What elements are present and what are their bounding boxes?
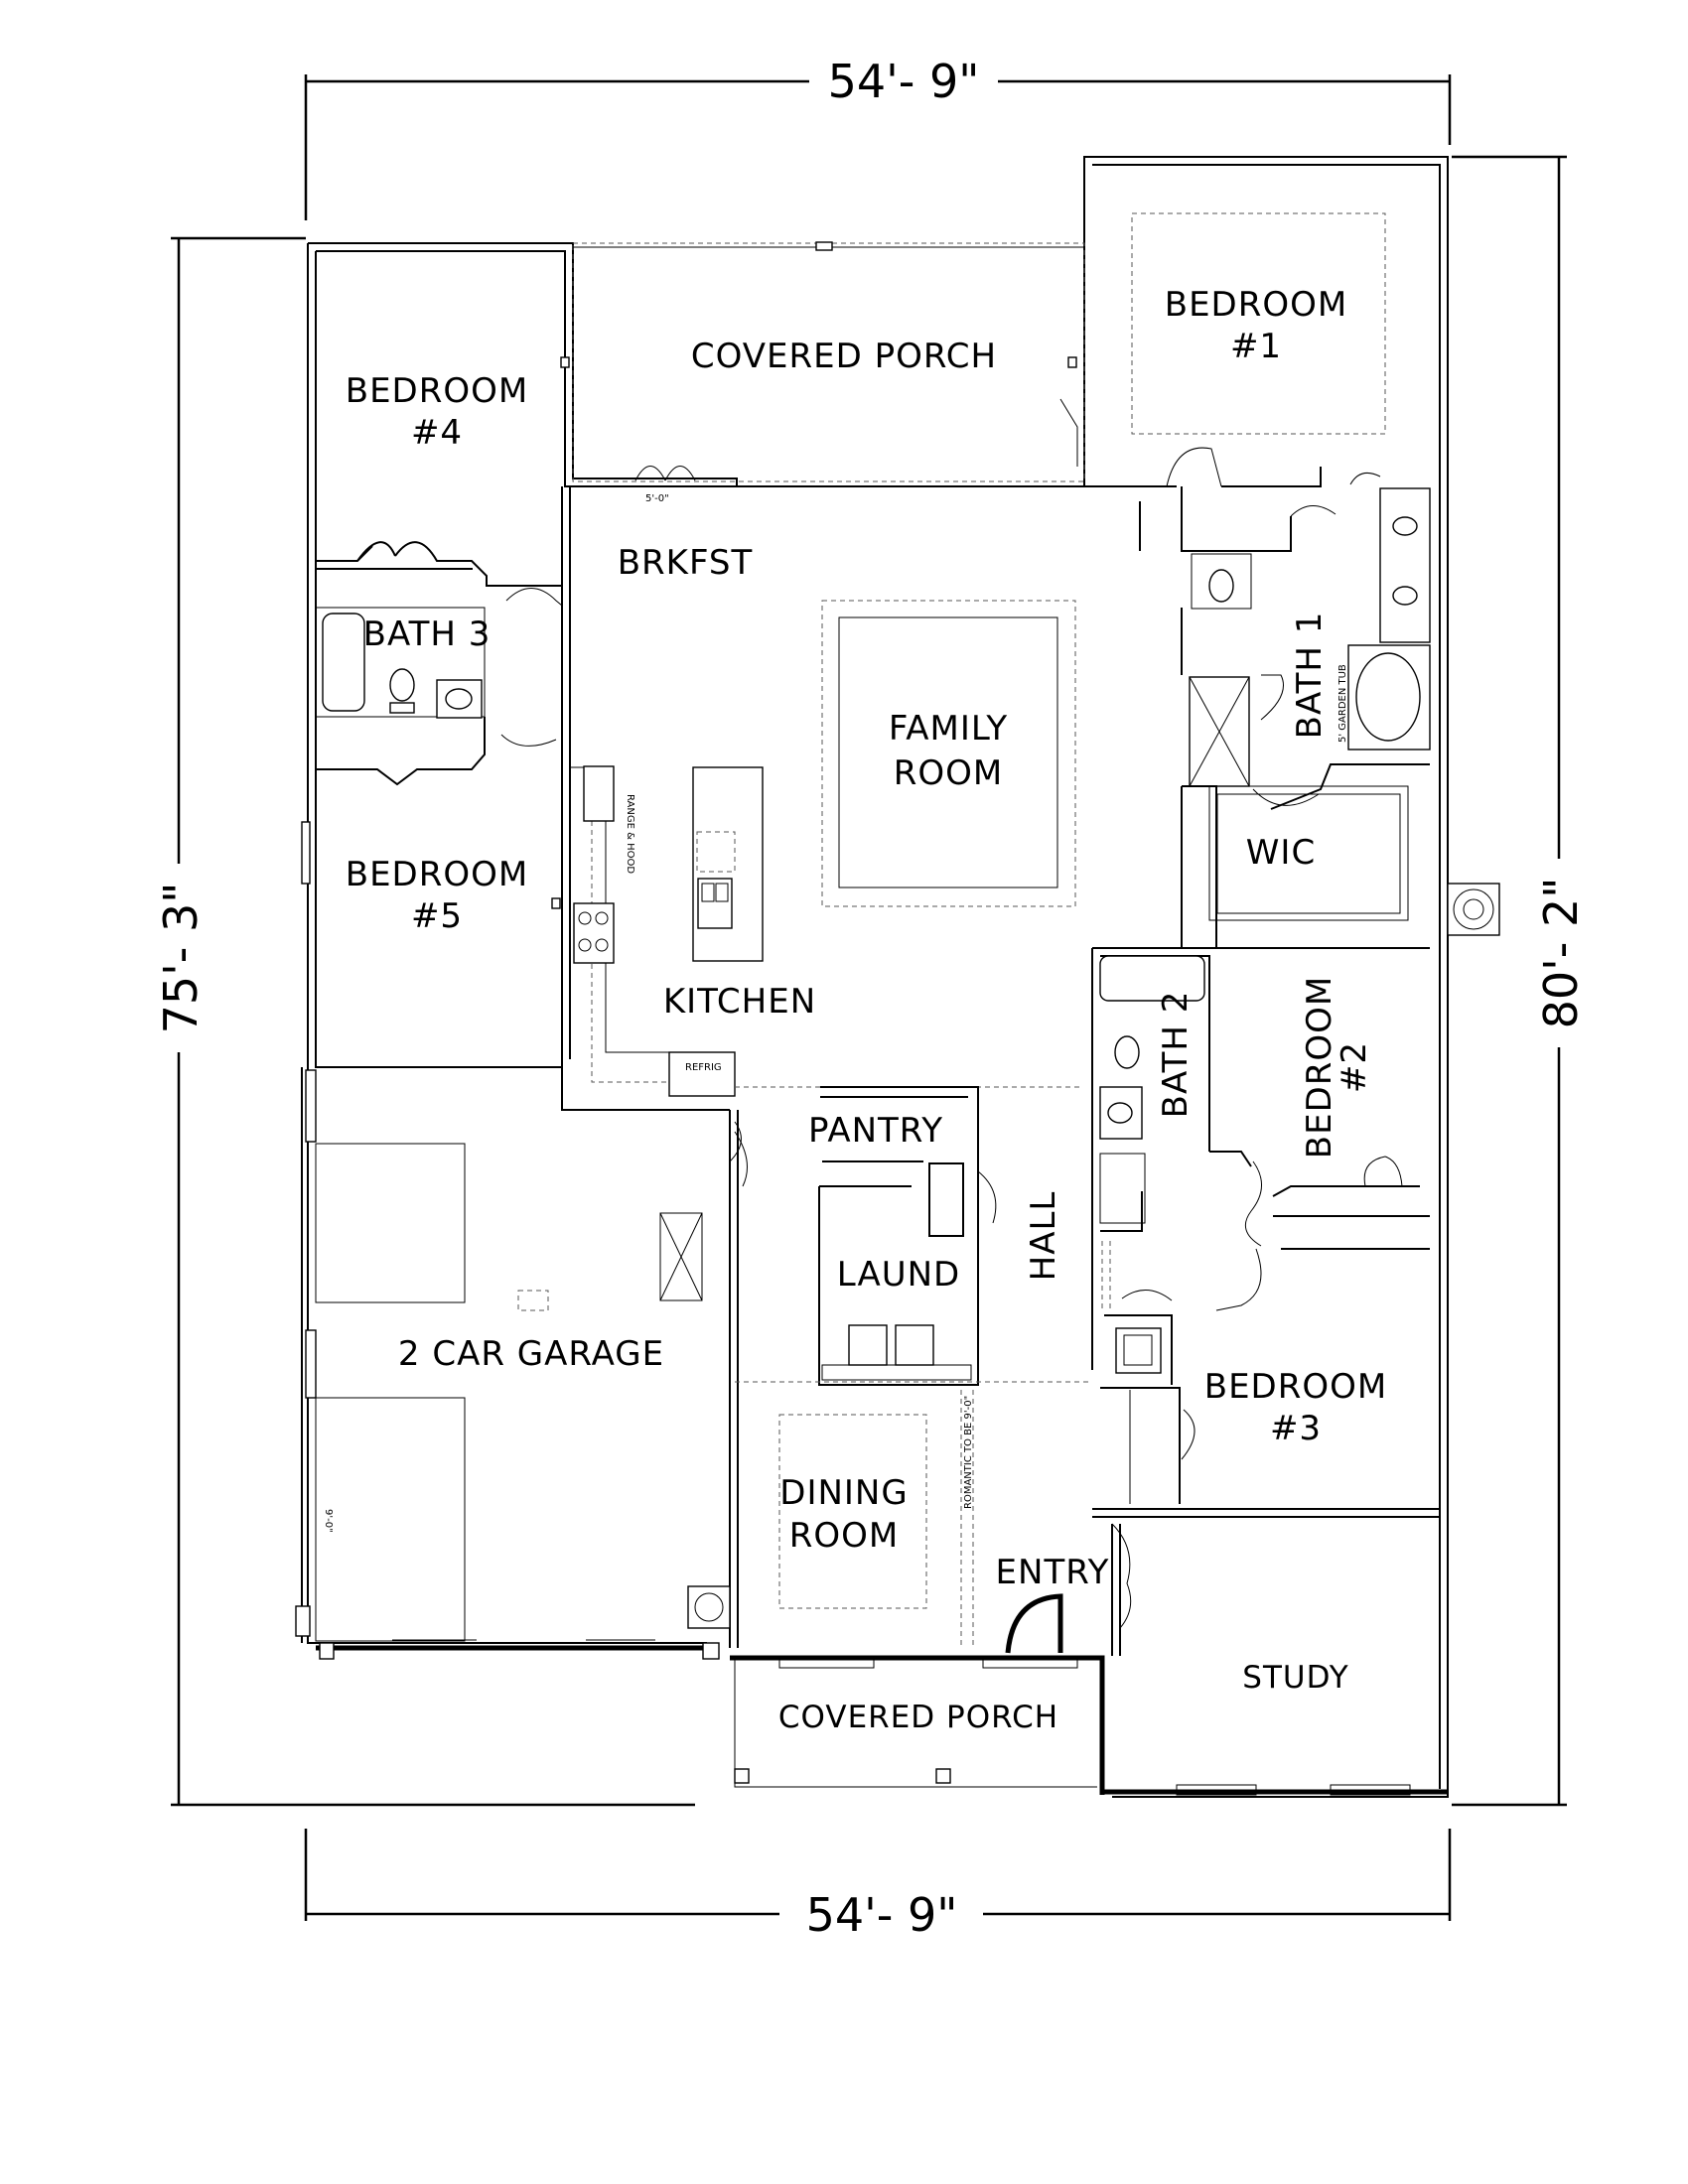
covered-porch-front: COVERED PORCH <box>734 1700 1058 1784</box>
top-width-dimension: 54'- 9" <box>828 55 980 108</box>
dining-opening-note: ROMANTIC TO BE 9'-0" <box>963 1396 974 1509</box>
laund-label: LAUND <box>837 1255 960 1295</box>
bedroom-3-label-line2: #3 <box>1270 1409 1322 1448</box>
bedroom-5-label-line2: #5 <box>411 896 463 936</box>
bedroom-1-label-line1: BEDROOM <box>1165 285 1347 325</box>
rear-covered-porch: 5'-0" COVERED PORCH <box>560 241 1085 504</box>
bath-1-label: BATH 1 <box>1290 612 1330 740</box>
bedroom-1-label-line2: #1 <box>1230 327 1282 366</box>
hall: HALL <box>1024 1153 1262 1311</box>
garage-label: 2 CAR GARAGE <box>398 1334 664 1374</box>
entry: ENTRY <box>778 1523 1132 1669</box>
bedroom-3: BEDROOM #3 <box>1092 1248 1440 1518</box>
bedroom-5: BEDROOM #5 <box>301 821 561 936</box>
bath-2: BATH 2 <box>1091 947 1430 1370</box>
porch-opening-note: 5'-0" <box>645 493 669 504</box>
dining-room-label-line2: ROOM <box>789 1516 899 1556</box>
hall-label: HALL <box>1024 1191 1063 1282</box>
kitchen-label: KITCHEN <box>663 982 816 1022</box>
study: STUDY <box>1176 1660 1411 1796</box>
bedroom-2-label-line1: BEDROOM <box>1300 976 1339 1159</box>
left-depth-dimension: 75'- 3" <box>154 883 208 1034</box>
bath-1: 5' GARDEN TUB BATH 1 <box>1139 472 1431 948</box>
family-room: BRKFST FAMILY ROOM <box>618 543 1076 907</box>
pantry: PANTRY <box>734 1086 997 1386</box>
entry-label: ENTRY <box>996 1553 1110 1592</box>
brkfst-label: BRKFST <box>618 543 754 583</box>
wic: WIC <box>1182 785 1500 949</box>
pantry-label: PANTRY <box>808 1111 943 1151</box>
garage: 9'-0" 2 CAR GARAGE <box>295 1069 742 1660</box>
bedroom-4: BEDROOM #4 <box>316 371 562 587</box>
bedroom-3-label-line1: BEDROOM <box>1204 1367 1387 1407</box>
study-label: STUDY <box>1242 1660 1348 1696</box>
bedroom-5-label-line1: BEDROOM <box>346 855 528 894</box>
dining-room: ROMANTIC TO BE 9'-0" DINING ROOM <box>778 1390 974 1648</box>
laund: LAUND <box>735 1185 1092 1383</box>
covered-porch-front-label: COVERED PORCH <box>778 1700 1058 1735</box>
covered-porch-rear-label: COVERED PORCH <box>691 337 997 376</box>
garden-tub-note: 5' GARDEN TUB <box>1337 664 1348 743</box>
range-hood-note: RANGE & HOOD <box>625 794 635 874</box>
dining-room-label-line1: DINING <box>779 1473 908 1513</box>
family-room-label-line2: ROOM <box>894 753 1003 793</box>
bottom-width-dimension: 54'- 9" <box>806 1888 958 1942</box>
family-room-label-line1: FAMILY <box>889 709 1008 749</box>
bedroom-4-label-line1: BEDROOM <box>346 371 528 411</box>
kitchen: RANGE & HOOD REFRIG KITCHEN <box>570 765 1082 1097</box>
bedroom-2: BEDROOM #2 <box>1209 976 1430 1247</box>
garage-wall-note: 9'-0" <box>323 1509 334 1533</box>
bath-2-label: BATH 2 <box>1156 991 1196 1119</box>
bedroom-1: BEDROOM #1 <box>1084 212 1386 487</box>
bedroom-4-label-line2: #4 <box>411 413 463 453</box>
dimension-lines: 54'- 9" 54'- 9" 75'- 3" 80'- 2" <box>154 55 1588 1942</box>
bath-3-label: BATH 3 <box>363 614 492 654</box>
refrig-note: REFRIG <box>685 1062 722 1073</box>
bath-3: BATH 3 <box>315 588 563 786</box>
wic-label: WIC <box>1246 833 1316 873</box>
bedroom-2-label-line2: #2 <box>1335 1041 1374 1093</box>
right-depth-dimension: 80'- 2" <box>1534 878 1588 1029</box>
